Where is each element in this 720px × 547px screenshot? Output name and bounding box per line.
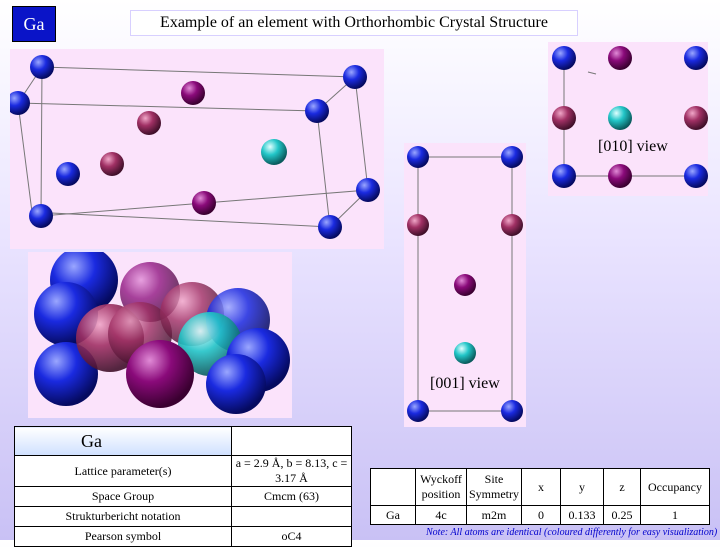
view-001-figure [407,146,523,422]
wyckoff-table: Wyckoff position Site Symmetry x y z Occ… [370,468,710,525]
z-cell: 0.25 [603,505,641,525]
wyckoff-position-cell: 4c [415,505,467,525]
y-header: y [560,468,604,506]
lattice-parameters-table: Ga Lattice parameter(s) a = 2.9 Å, b = 8… [14,426,352,547]
unit-cell-figure [10,55,380,239]
lattice-parameter-label: Lattice parameter(s) [14,455,232,487]
site-symmetry-header: Site Symmetry [466,468,522,506]
params-table-header: Ga [14,426,232,456]
strukturbericht-label: Strukturbericht notation [14,506,232,527]
visualization-note: Note: All atoms are identical (coloured … [426,527,718,538]
occupancy-header: Occupancy [640,468,710,506]
pearson-symbol-label: Pearson symbol [14,526,232,547]
view-010-panel: [010] view [548,42,708,196]
page-title: Example of an element with Orthorhombic … [130,10,578,36]
x-header: x [521,468,561,506]
z-header: z [603,468,641,506]
table-row: Lattice parameter(s) a = 2.9 Å, b = 8.13… [14,455,352,487]
params-header-blank [231,426,352,456]
occupancy-cell: 1 [640,505,710,525]
table-row: Space Group Cmcm (63) [14,486,352,507]
y-cell: 0.133 [560,505,604,525]
wyckoff-position-header: Wyckoff position [415,468,467,506]
view-010-label: [010] view [598,138,668,156]
view-010-figure [552,46,708,188]
space-filling-figure [34,252,290,414]
site-symmetry-cell: m2m [466,505,522,525]
wyckoff-header-row: Wyckoff position Site Symmetry x y z Occ… [370,468,710,506]
x-cell: 0 [521,505,561,525]
table-row: Ga 4c m2m 0 0.133 0.25 1 [370,505,710,525]
element-tag: Ga [12,6,56,42]
space-filling-panel [28,252,292,418]
strukturbericht-value [231,506,352,527]
pearson-symbol-value: oC4 [231,526,352,547]
table-row: Pearson symbol oC4 [14,526,352,547]
view-001-label: [001] view [430,375,500,392]
unit-cell-panel [10,49,384,249]
space-group-label: Space Group [14,486,232,507]
wyckoff-element-cell: Ga [370,505,416,525]
params-header-row: Ga [14,426,352,456]
table-row: Strukturbericht notation [14,506,352,527]
wyckoff-header-blank [370,468,416,506]
view-001-panel: [001] view [404,143,526,427]
space-group-value: Cmcm (63) [231,486,352,507]
lattice-parameter-value: a = 2.9 Å, b = 8.13, c = 3.17 Å [231,455,352,487]
